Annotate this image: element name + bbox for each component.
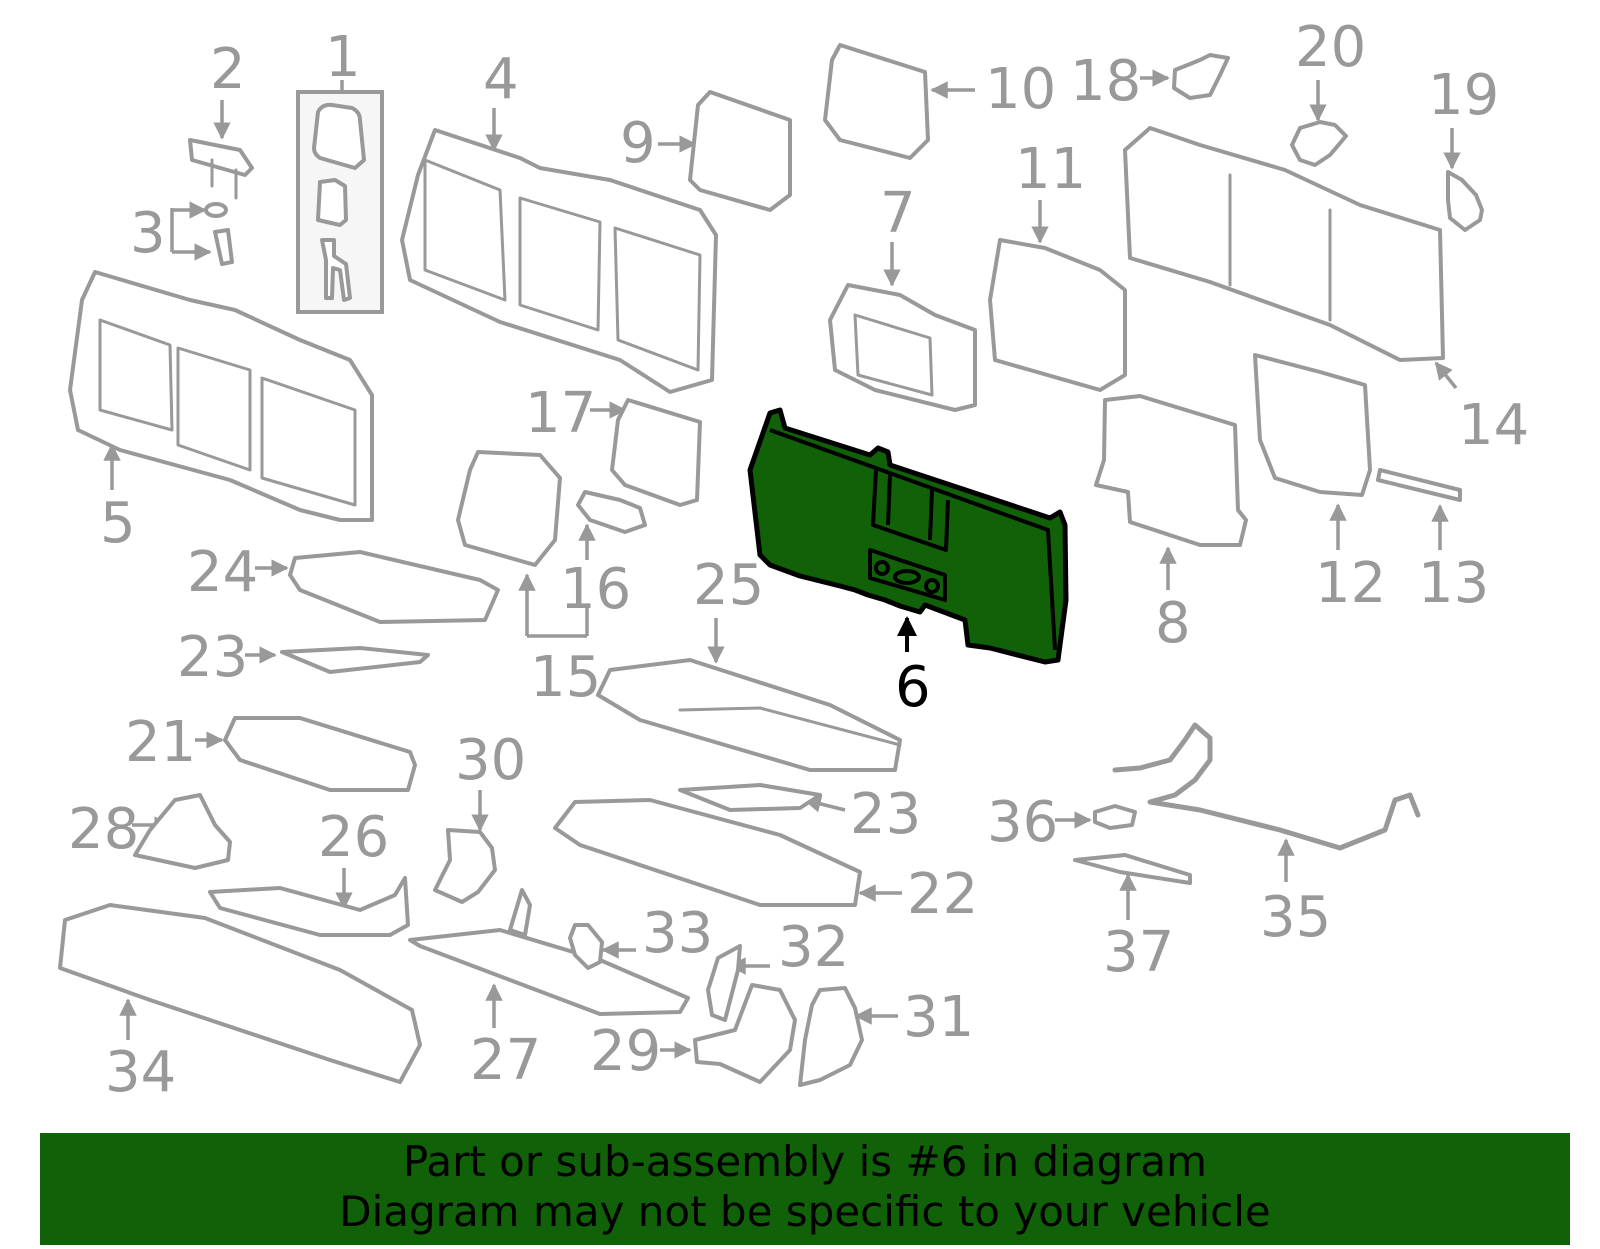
callout-31[interactable]: 31 xyxy=(903,985,975,1050)
part-35-wiring-harness[interactable] xyxy=(1112,722,1421,882)
part-23a-heater-pad[interactable] xyxy=(245,646,430,674)
callout-34[interactable]: 34 xyxy=(105,1040,177,1105)
callout-21[interactable]: 21 xyxy=(125,710,197,775)
part-4-seatback-frame[interactable] xyxy=(400,108,718,394)
callout-25[interactable]: 25 xyxy=(693,553,765,618)
part-8-panel[interactable] xyxy=(1094,394,1248,590)
part-19-hinge[interactable] xyxy=(1443,128,1484,232)
part-24-cushion-pad[interactable] xyxy=(255,550,500,624)
part-29-bracket[interactable] xyxy=(660,983,797,1084)
banner-line-2: Diagram may not be specific to your vehi… xyxy=(339,1187,1271,1236)
part-37-plate[interactable] xyxy=(1073,853,1192,920)
callout-36[interactable]: 36 xyxy=(987,790,1059,855)
callout-22[interactable]: 22 xyxy=(907,862,979,927)
part-23b-heater-pad[interactable] xyxy=(678,783,846,813)
part-21-cushion-frame[interactable] xyxy=(195,716,417,792)
part-22-lower-cushion[interactable] xyxy=(553,798,902,907)
part-36-connector[interactable] xyxy=(1055,804,1137,830)
callout-14[interactable]: 14 xyxy=(1458,393,1530,458)
part-25-seat-cushion[interactable] xyxy=(596,618,902,772)
callout-11[interactable]: 11 xyxy=(1015,137,1087,202)
part-27-spring-grid[interactable] xyxy=(408,888,690,1028)
info-banner: Part or sub-assembly is #6 in diagram Di… xyxy=(40,1133,1570,1245)
part-5-seatback-cover[interactable] xyxy=(68,270,374,522)
callout-27[interactable]: 27 xyxy=(470,1028,542,1093)
callout-26[interactable]: 26 xyxy=(318,805,390,870)
callout-18[interactable]: 18 xyxy=(1070,49,1142,114)
callout-35[interactable]: 35 xyxy=(1260,885,1332,950)
part-32-trim[interactable] xyxy=(706,944,770,1022)
callout-32[interactable]: 32 xyxy=(778,915,850,980)
part-26-plate[interactable] xyxy=(208,868,410,937)
part-14-rear-panel[interactable] xyxy=(1123,126,1458,390)
part-34-base-frame[interactable] xyxy=(58,903,422,1084)
part-7-trim-frame[interactable] xyxy=(828,242,977,412)
callout-1[interactable]: 1 xyxy=(325,25,361,90)
callout-6[interactable]: 6 xyxy=(895,655,931,720)
part-15-pad[interactable] xyxy=(456,450,589,638)
part-12-panel[interactable] xyxy=(1253,353,1372,550)
callout-12[interactable]: 12 xyxy=(1315,551,1387,616)
part-2-headrest[interactable] xyxy=(188,100,254,200)
part-20-hinge[interactable] xyxy=(1290,80,1348,167)
part-6-seatback-panel-highlighted[interactable] xyxy=(747,407,1069,665)
callout-24[interactable]: 24 xyxy=(187,540,259,605)
part-9-panel[interactable] xyxy=(658,90,792,212)
callout-3[interactable]: 3 xyxy=(130,201,166,266)
callout-2[interactable]: 2 xyxy=(210,37,246,102)
part-17-panel[interactable] xyxy=(590,398,702,507)
callout-10[interactable]: 10 xyxy=(985,57,1057,122)
callout-15[interactable]: 15 xyxy=(530,645,602,710)
callout-29[interactable]: 29 xyxy=(590,1019,662,1084)
part-31-trim-cover[interactable] xyxy=(798,986,898,1087)
banner-line-1: Part or sub-assembly is #6 in diagram xyxy=(402,1137,1208,1186)
part-30-bracket[interactable] xyxy=(433,790,497,904)
part-11-panel[interactable] xyxy=(988,200,1127,392)
part-10-panel[interactable] xyxy=(823,43,975,160)
part-13-pad[interactable] xyxy=(1376,468,1462,550)
part-1-headrest-kit[interactable] xyxy=(296,80,384,314)
callout-13[interactable]: 13 xyxy=(1418,551,1490,616)
part-18-hinge[interactable] xyxy=(1140,53,1230,100)
callout-16[interactable]: 16 xyxy=(560,557,632,622)
callout-28[interactable]: 28 xyxy=(68,797,140,862)
part-3-washer-bolt[interactable] xyxy=(170,201,234,266)
callout-7[interactable]: 7 xyxy=(880,181,916,246)
callout-23a[interactable]: 23 xyxy=(177,625,249,690)
callout-33[interactable]: 33 xyxy=(642,901,714,966)
callout-30[interactable]: 30 xyxy=(455,728,527,793)
part-33-clip[interactable] xyxy=(568,923,636,970)
callout-37[interactable]: 37 xyxy=(1103,920,1175,985)
callout-5[interactable]: 5 xyxy=(100,491,136,556)
callout-17[interactable]: 17 xyxy=(525,381,597,446)
callout-8[interactable]: 8 xyxy=(1155,591,1191,656)
part-28-bracket[interactable] xyxy=(132,793,232,870)
callout-20[interactable]: 20 xyxy=(1295,15,1367,80)
part-16-bracket[interactable] xyxy=(576,490,647,560)
callout-19[interactable]: 19 xyxy=(1428,63,1500,128)
callout-4[interactable]: 4 xyxy=(483,47,519,112)
callout-9[interactable]: 9 xyxy=(620,111,656,176)
callout-23b[interactable]: 23 xyxy=(850,782,922,847)
